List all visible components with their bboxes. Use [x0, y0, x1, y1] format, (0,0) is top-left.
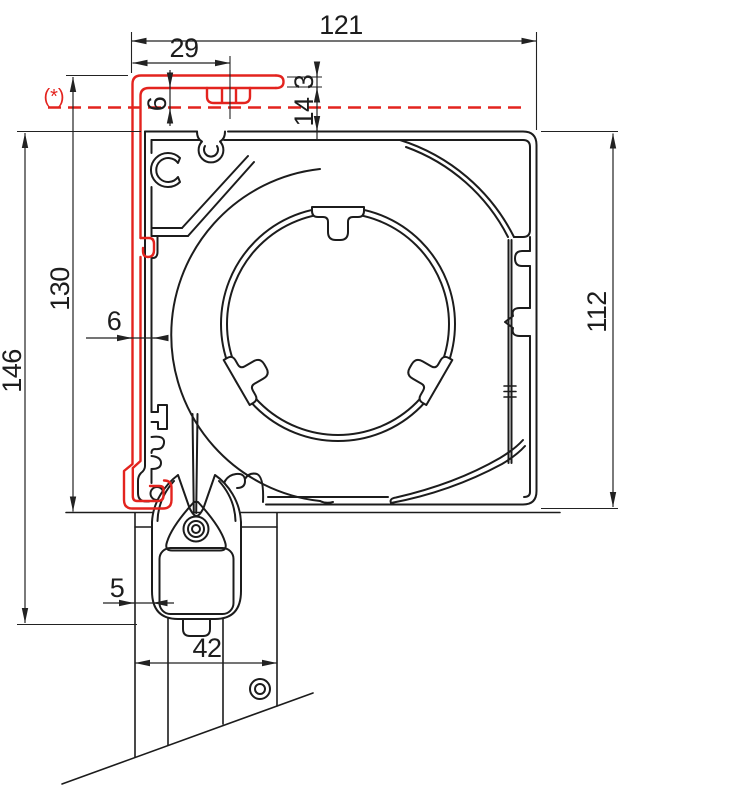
screw-symbol-outer: [249, 678, 271, 700]
dim-box-height: 112: [582, 133, 617, 507]
clip-pocket-left: [150, 235, 159, 259]
c-clip-left: [149, 152, 181, 188]
chamber-arc-end-curl: [319, 500, 334, 504]
flange-outer-contour: [122, 74, 278, 510]
wall-flange-profile: [122, 74, 285, 510]
separator-fin: [507, 239, 513, 464]
drum-chamber-arc: [170, 168, 321, 502]
dim-label-6-top: 6: [142, 97, 172, 112]
dim-label-5: 5: [110, 573, 125, 603]
break-line-diagonal: [61, 692, 314, 785]
dim-flange-height: 130: [45, 77, 77, 512]
drum-slot-top: [311, 206, 365, 241]
bottom-horn-outer: [390, 445, 526, 504]
guide-bottom-tab: [182, 618, 211, 637]
right-wall-clip-a: [514, 250, 531, 267]
roller-axle-mid: [187, 520, 205, 538]
curtain-slat: [191, 413, 199, 514]
flange-arm-end-cap: [274, 74, 285, 90]
box-outline: [227, 130, 538, 506]
drum-ring-inner: [226, 212, 450, 436]
dim-guide-gap: 5: [103, 573, 174, 607]
tooth-key-2: [150, 435, 166, 454]
drum-slot-right: [396, 342, 454, 407]
diagonal-strut: [181, 155, 255, 237]
roller-axle-outer: [182, 515, 210, 543]
window-frame: [61, 511, 561, 785]
flange-arm-clip: [205, 86, 252, 105]
guide-window: [158, 547, 235, 615]
dim-lip-and-clearance: 3 14: [289, 61, 321, 140]
screw-symbol-inner: [254, 683, 266, 695]
right-inner-wall: [523, 236, 531, 498]
dim-label-121: 121: [319, 10, 363, 40]
screw-boss-notch: [196, 130, 226, 164]
drum-ring-outer: [220, 206, 456, 442]
guide-blade-right: [218, 480, 237, 522]
screw-boss-inner-arc: [203, 145, 219, 158]
dimensions: 121 29 6 3 14 130: [0, 10, 618, 667]
guide-roller-plate: [165, 501, 227, 552]
slat-line-left: [191, 413, 195, 514]
dim-total-width: 121: [131, 10, 537, 45]
flange-inner-contour: [139, 86, 278, 240]
dim-label-42: 42: [192, 633, 221, 663]
flange-barb: [139, 236, 156, 259]
dim-label-112: 112: [582, 291, 612, 333]
dim-flange-width: 29: [132, 33, 230, 67]
right-wall-clip-b: [504, 307, 531, 337]
reference-mark-label: (*): [43, 86, 64, 108]
dim-label-29: 29: [169, 33, 198, 63]
drum-slot-left: [222, 342, 280, 407]
flange-inner-lower: [131, 255, 165, 503]
dim-label-6-mid: 6: [107, 306, 122, 336]
dim-label-14: 14: [289, 97, 319, 127]
fin-tick-marks: [503, 385, 517, 398]
extension-lines: [17, 32, 618, 626]
shutter-box-profile: [137, 130, 538, 506]
dim-frame-depth: 42: [135, 633, 277, 667]
dim-side-gap: 6: [86, 306, 169, 342]
roller-axle-center: [191, 524, 201, 534]
dim-label-3: 3: [289, 75, 319, 90]
dim-overall-height: 146: [0, 133, 29, 623]
bottom-horn-inner: [389, 439, 524, 504]
dim-label-130: 130: [45, 267, 75, 311]
tooth-key-3: [150, 455, 162, 470]
channel-arc-outer: [399, 139, 515, 238]
dim-label-146: 146: [0, 349, 27, 393]
dim-flange-inset: 6: [142, 70, 174, 126]
channel-arc-inner: [405, 146, 509, 238]
slat-line-right: [195, 413, 199, 514]
roller-guide: [151, 474, 242, 637]
tooth-key-1: [150, 404, 168, 430]
top-right-pocket: [399, 139, 531, 238]
